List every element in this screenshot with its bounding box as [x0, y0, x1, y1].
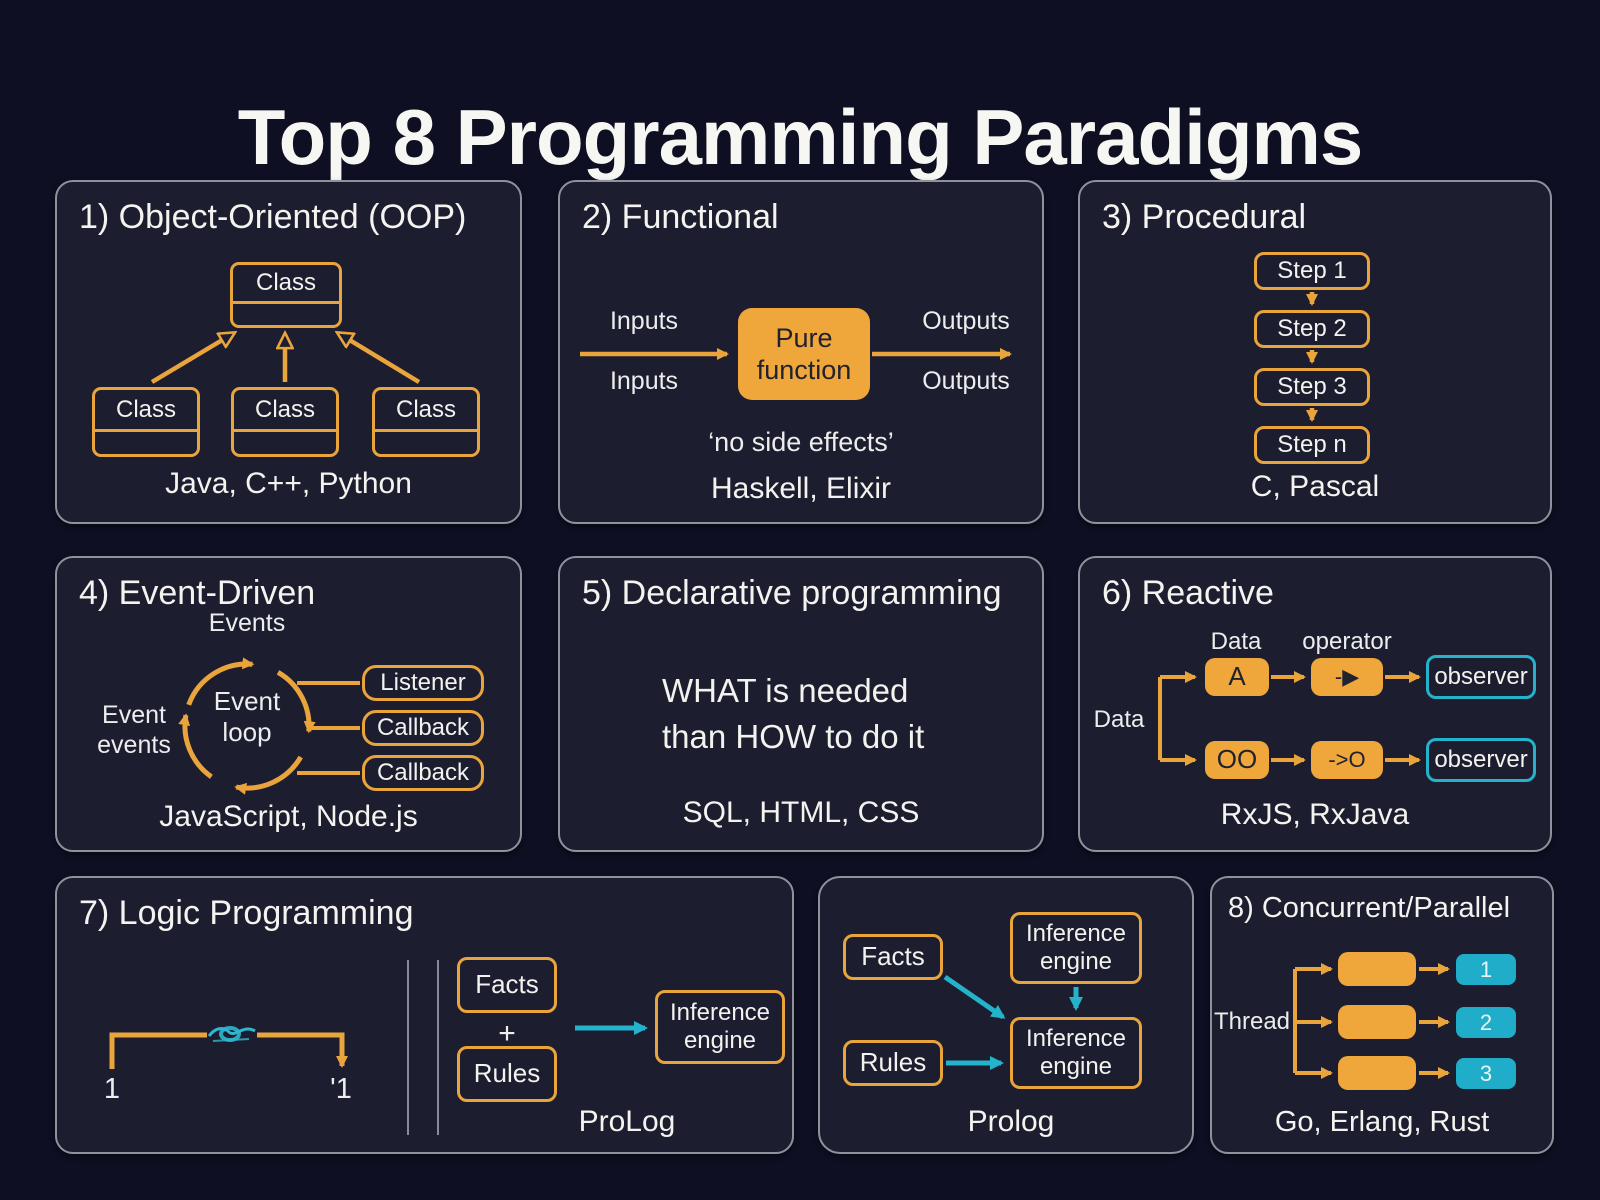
- result-box: 1: [1456, 954, 1516, 985]
- mapping-bracket-icon: [109, 1021, 648, 1069]
- panel-oop: 1) Object-Oriented (OOP) Class Class Cla…: [55, 180, 522, 524]
- panel-event-driven: 4) Event-Driven Events Event events Even…: [55, 556, 522, 852]
- no-side-effects-note: ‘no side effects’: [708, 427, 894, 457]
- pure-function-box: Pure function: [738, 308, 870, 400]
- observer-box: observer: [1426, 655, 1536, 699]
- task-box: [1338, 952, 1416, 986]
- declarative-statement: WHAT is needed than HOW to do it: [662, 668, 924, 760]
- panel-logic-caption: ProLog: [578, 1105, 676, 1138]
- class-box-child: Class: [231, 387, 339, 457]
- panel-procedural-caption: C, Pascal: [1250, 470, 1380, 503]
- step-arrows-icon: [1306, 292, 1318, 422]
- panel-prolog-caption: Prolog: [967, 1105, 1055, 1138]
- task-box: [1338, 1005, 1416, 1039]
- stream-arrows-icon: [1158, 671, 1421, 766]
- class-box-parent-label: Class: [233, 265, 339, 304]
- divider: [437, 960, 439, 1135]
- panel-event-driven-title: 4) Event-Driven: [79, 574, 316, 612]
- inference-engine-box: Inference engine: [655, 990, 785, 1064]
- class-box-child-label: Class: [95, 390, 197, 432]
- panel-logic-title: 7) Logic Programming: [79, 894, 414, 932]
- panel-prolog: Facts Inference engine Inference engine …: [818, 876, 1194, 1154]
- panel-functional: 2) Functional Inputs Inputs Pure functio…: [558, 180, 1044, 524]
- inference-engine-box: Inference engine: [1010, 912, 1142, 984]
- panel-oop-title: 1) Object-Oriented (OOP): [79, 198, 467, 236]
- inference-arrows-icon: [943, 974, 1083, 1070]
- from-label: 1: [103, 1073, 121, 1105]
- event-events-label: Event events: [97, 701, 171, 759]
- declarative-line2: than HOW to do it: [662, 718, 925, 756]
- to-label: '1: [330, 1073, 352, 1105]
- callback-box: Callback: [362, 710, 484, 746]
- dataflow-arrow-icon: [580, 348, 1012, 360]
- panel-declarative-title: 5) Declarative programming: [582, 574, 1002, 612]
- task-box: [1338, 1056, 1416, 1090]
- class-box-child: Class: [92, 387, 200, 457]
- stream-source-box: A: [1205, 658, 1269, 696]
- inference-engine-box: Inference engine: [1010, 1017, 1142, 1089]
- class-box-parent: Class: [230, 262, 342, 328]
- panel-concurrent: 8) Concurrent/Parallel Thread 1 2 3 Go, …: [1210, 876, 1554, 1154]
- inputs-label: Inputs: [609, 307, 679, 335]
- inheritance-arrows-icon: [150, 182, 421, 384]
- events-label: Events: [208, 609, 286, 637]
- facts-box: Facts: [457, 957, 557, 1013]
- panel-declarative-caption: SQL, HTML, CSS: [682, 796, 920, 829]
- declarative-line1: WHAT is needed: [662, 672, 909, 709]
- panel-reactive-caption: RxJS, RxJava: [1220, 798, 1410, 831]
- observer-box: observer: [1426, 738, 1536, 782]
- panel-procedural: 3) Procedural Step 1 Step 2 Step 3 Step …: [1078, 180, 1552, 524]
- panel-declarative: 5) Declarative programming WHAT is neede…: [558, 556, 1044, 852]
- class-box-child: Class: [372, 387, 480, 457]
- panel-concurrent-title: 8) Concurrent/Parallel: [1228, 892, 1511, 924]
- inputs-label: Inputs: [609, 367, 679, 395]
- plus-label: +: [498, 1017, 516, 1050]
- cyan-scribble-icon: [207, 1026, 256, 1042]
- panel-reactive-title: 6) Reactive: [1102, 574, 1274, 612]
- class-box-child-label: Class: [375, 390, 477, 432]
- panel-event-driven-caption: JavaScript, Node.js: [159, 800, 418, 833]
- step-box: Step 3: [1254, 368, 1370, 406]
- handler-connector-lines: [297, 681, 360, 775]
- listener-box: Listener: [362, 665, 484, 701]
- step-box: Step 2: [1254, 310, 1370, 348]
- panel-reactive: 6) Reactive Data operator Data A -▶ obse…: [1078, 556, 1552, 852]
- operator-label: operator: [1302, 628, 1392, 655]
- outputs-label: Outputs: [922, 307, 1010, 335]
- panel-oop-caption: Java, C++, Python: [165, 467, 412, 500]
- stream-source-box: OO: [1205, 741, 1269, 779]
- panel-logic: 7) Logic Programming 1 '1 Facts + Rules …: [55, 876, 794, 1154]
- callback-box: Callback: [362, 755, 484, 791]
- event-loop-label: Event loop: [213, 686, 281, 748]
- operator-box: ->O: [1311, 741, 1383, 779]
- result-box: 2: [1456, 1007, 1516, 1038]
- step-box: Step n: [1254, 426, 1370, 464]
- data-left-label: Data: [1093, 706, 1145, 733]
- rules-box: Rules: [843, 1040, 943, 1086]
- step-box: Step 1: [1254, 252, 1370, 290]
- panel-functional-title: 2) Functional: [582, 198, 779, 236]
- event-loop-circle-icon: [178, 657, 360, 795]
- result-box: 3: [1456, 1058, 1516, 1089]
- panel-procedural-title: 3) Procedural: [1102, 198, 1307, 236]
- panel-functional-caption: Haskell, Elixir: [710, 472, 892, 505]
- facts-box: Facts: [843, 934, 943, 980]
- operator-box: -▶: [1311, 658, 1383, 696]
- data-top-label: Data: [1210, 628, 1262, 655]
- thread-fork-arrows-icon: [1293, 963, 1450, 1079]
- rules-box: Rules: [457, 1046, 557, 1102]
- outputs-label: Outputs: [922, 367, 1010, 395]
- divider: [407, 960, 409, 1135]
- panel-concurrent-caption: Go, Erlang, Rust: [1274, 1106, 1490, 1138]
- page-title: Top 8 Programming Paradigms: [237, 93, 1363, 182]
- thread-label: Thread: [1213, 1008, 1291, 1035]
- class-box-child-label: Class: [234, 390, 336, 432]
